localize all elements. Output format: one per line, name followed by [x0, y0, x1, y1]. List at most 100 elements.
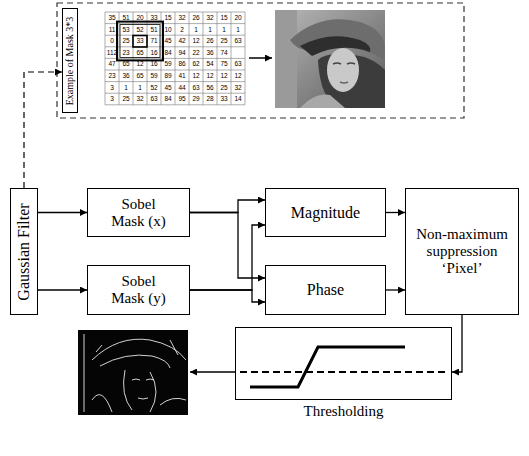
table-cell: 1 [189, 24, 203, 36]
table-cell: 42 [175, 35, 189, 47]
table-cell: 65 [133, 70, 147, 82]
table-cell: 22 [189, 47, 203, 59]
table-cell: 63 [147, 93, 161, 105]
table-cell: 44 [175, 82, 189, 94]
table-cell: 12 [189, 70, 203, 82]
table-cell: 25 [119, 35, 133, 47]
table-cell: 59 [161, 58, 175, 70]
table-cell: 86 [175, 58, 189, 70]
photo [275, 10, 385, 108]
table-cell: 36 [203, 47, 217, 59]
table-cell: 2 [175, 24, 189, 36]
table-cell: 25 [217, 35, 231, 47]
table-cell: 32 [231, 82, 245, 94]
table-cell: 45 [161, 35, 175, 47]
table-cell: 12 [133, 58, 147, 70]
table-cell: 32 [133, 93, 147, 105]
table-cell: 1 [231, 24, 245, 36]
table-cell: 23 [119, 47, 133, 59]
table-cell: 33 [217, 93, 231, 105]
node-label: Example of Mask 3*3 [64, 16, 76, 105]
table-cell: 65 [119, 58, 133, 70]
connector-arrow [190, 200, 265, 213]
table-cell: 16 [147, 47, 161, 59]
table-cell: 75 [217, 58, 231, 70]
table-cell: 51 [147, 24, 161, 36]
table-cell: 26 [189, 12, 203, 24]
process-box: Sobel Mask (x) [87, 188, 190, 237]
mask-center [133, 36, 147, 48]
table-cell: 15 [161, 12, 175, 24]
table-cell: 74 [217, 47, 231, 59]
table-cell: 65 [133, 47, 147, 59]
table-cell: 12 [231, 70, 245, 82]
table-cell: 52 [147, 82, 161, 94]
table-cell: 63 [231, 58, 245, 70]
table-cell: 112 [105, 47, 119, 59]
table-cell: 12 [217, 70, 231, 82]
table-cell: 35 [105, 12, 119, 24]
table-cell: 14 [231, 93, 245, 105]
table-cell: 3 [105, 82, 119, 94]
filter-box: Gaussian Filter [10, 188, 38, 315]
table-cell: 26 [203, 35, 217, 47]
table-cell: 20 [133, 12, 147, 24]
node-label: Phase [307, 281, 344, 299]
connector-arrow [386, 212, 405, 213]
table-cell: 84 [161, 47, 175, 59]
table-cell: 47 [105, 58, 119, 70]
table-cell: 71 [147, 35, 161, 47]
table-cell: 63 [231, 35, 245, 47]
node-label: Magnitude [291, 203, 360, 221]
table-cell: 1 [203, 24, 217, 36]
table-cell: 33 [133, 35, 147, 47]
table-cell: 3 [105, 93, 119, 105]
table-cell: 15 [217, 12, 231, 24]
table-cell: 28 [203, 93, 217, 105]
connector-arrow [190, 290, 265, 302]
table-cell: 54 [203, 58, 217, 70]
connector-arrow [190, 213, 265, 279]
connector-arrow [386, 289, 405, 290]
table-cell: 51 [119, 12, 133, 24]
table-cell: 1 [217, 24, 231, 36]
table-cell: 0 [105, 35, 119, 47]
vertical-label-box: Example of Mask 3*3 [62, 8, 78, 113]
table-cell: 23 [105, 70, 119, 82]
table-cell: 84 [161, 93, 175, 105]
dashed-frame [57, 3, 464, 118]
connector-arrow [38, 212, 87, 213]
node-label: Thresholding [304, 403, 384, 420]
process-box: Non-maximum suppression ‘Pixel’ [405, 188, 519, 315]
table-cell: 1 [119, 82, 133, 94]
node-label: Non-maximum suppression ‘Pixel’ [412, 226, 512, 278]
table-cell: 41 [175, 70, 189, 82]
edge-image [78, 330, 188, 415]
connector-arrow [24, 72, 62, 188]
process-box: Phase [265, 265, 386, 315]
threshold-box: Thresholding [235, 327, 452, 400]
connector-arrow [452, 315, 462, 372]
table-cell: 33 [147, 12, 161, 24]
table-cell: 36 [119, 70, 133, 82]
table-cell: 25 [217, 82, 231, 94]
table-cell: 12 [203, 70, 217, 82]
table-cell: 63 [189, 82, 203, 94]
table-cell: 45 [161, 82, 175, 94]
table-cell: 59 [147, 70, 161, 82]
table-cell: 20 [231, 12, 245, 24]
arrow [249, 57, 272, 59]
mask-outline [117, 22, 163, 61]
table-cell: 12 [189, 35, 203, 47]
process-box: Magnitude [265, 188, 386, 237]
threshold-graph [240, 347, 448, 387]
arrow [190, 371, 235, 372]
node-label: Sobel Mask (x) [104, 195, 174, 230]
table-cell: 62 [189, 58, 203, 70]
table-cell: 94 [175, 47, 189, 59]
connector-arrow [38, 289, 87, 290]
connector-arrow [190, 225, 265, 290]
table-cell: 29 [189, 93, 203, 105]
table-cell: 11 [105, 24, 119, 36]
table-cell: 16 [147, 58, 161, 70]
